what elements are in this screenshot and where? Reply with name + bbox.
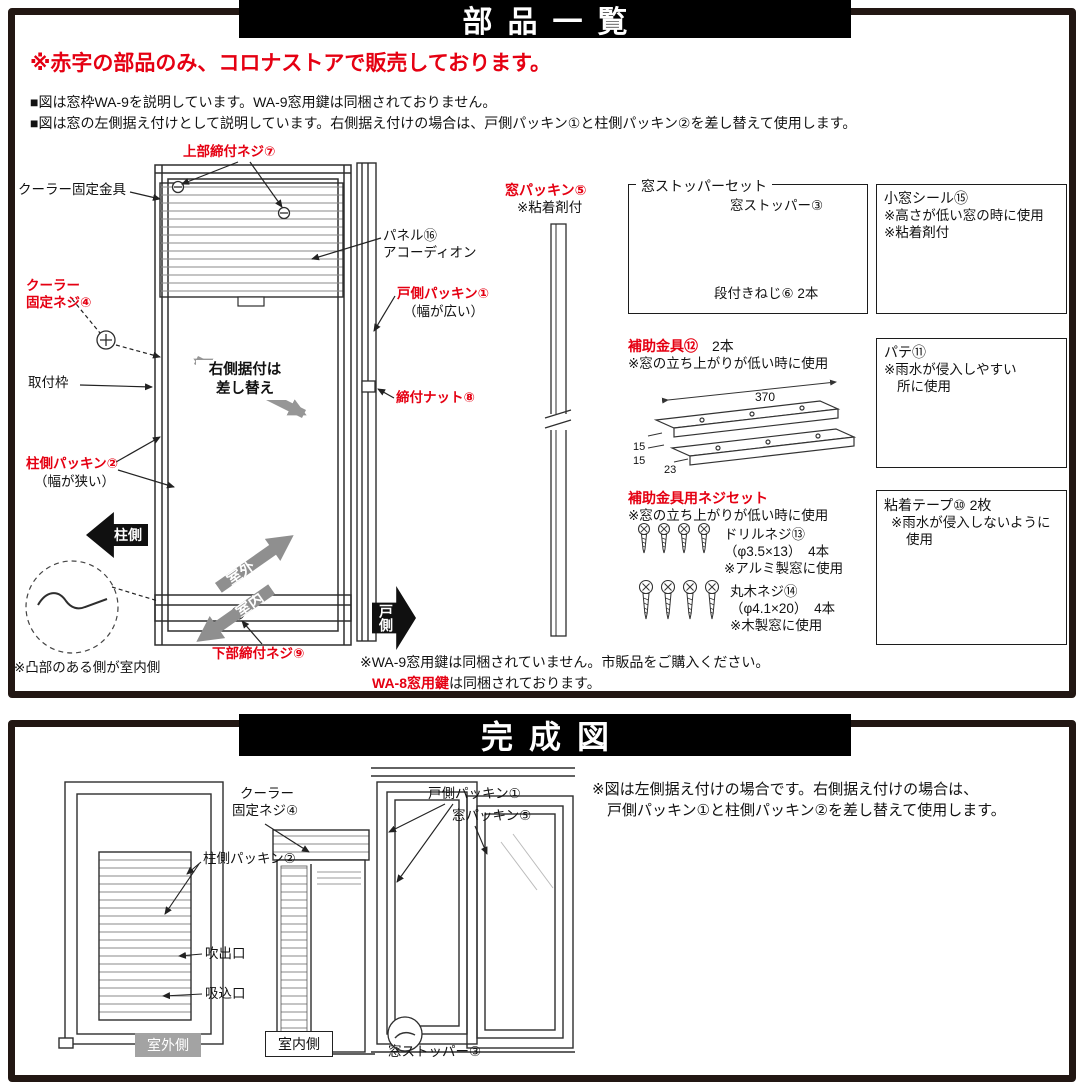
window-packing-strip-drawing: [544, 223, 573, 637]
parts-title-text: 部品一覧: [462, 6, 643, 39]
swap-note-line2: 差し替え: [216, 380, 274, 397]
c-label-cooler-screw-1: クーラー: [240, 786, 294, 801]
drill-screw-note: ※アルミ製窓に使用: [724, 561, 844, 576]
stopper-detail-circle: [387, 1016, 423, 1052]
drill-screw-name: ドリルネジ⑬: [724, 527, 805, 542]
c-label-pillar-packing: 柱側パッキン②: [203, 851, 296, 866]
indoor-side-tag: 室内側: [265, 1031, 333, 1057]
label-door-packing: 戸側パッキン①: [397, 286, 490, 301]
putty-title: パテ⑪: [884, 344, 926, 360]
c-label-stopper: 窓ストッパー③: [388, 1044, 482, 1059]
accordion-panel-drawing: [159, 182, 344, 307]
pillar-side-arrow-label: 柱側: [114, 527, 142, 543]
aux-screw-set-note: ※窓の立ち上がりが低い時に使用: [628, 508, 829, 523]
c-label-outlet: 吹出口: [205, 946, 246, 961]
indoor-unit-drawing: [269, 829, 375, 1055]
aux-bracket-count: 2本: [698, 338, 734, 354]
leader-lines: [71, 161, 396, 645]
note-wa9: ■図は窓枠WA-9を説明しています。WA-9窓用鍵は同梱されておりません。: [30, 94, 497, 110]
parts-section-title: 部品一覧: [239, 0, 851, 39]
label-upper-screw: 上部締付ネジ⑦: [183, 144, 276, 159]
label-door-packing-note: （幅が広い）: [403, 304, 484, 319]
window-packing-title: 窓パッキン⑤: [505, 182, 587, 198]
aux-bracket-dim-23: 23: [664, 464, 677, 476]
putty-note1: ※雨水が侵入しやすい: [884, 362, 1017, 377]
c-label-cooler-screw-2: 固定ネジ④: [232, 803, 299, 818]
c-label-inlet: 吸込口: [205, 986, 246, 1001]
label-pillar-packing: 柱側パッキン②: [26, 456, 119, 471]
step-screw-label: 段付きねじ⑥ 2本: [714, 286, 819, 301]
putty-box: [876, 338, 1067, 468]
aux-bracket-dim-15a: 15: [633, 441, 646, 453]
stopper-label: 窓ストッパー③: [730, 198, 824, 213]
door-rail-drawing: [356, 162, 377, 642]
red-sales-notice: ※赤字の部品のみ、コロナストアで販売しております。: [30, 52, 552, 75]
parts-bottom-note1: ※WA-9窓用鍵は同梱されていません。市販品をご購入ください。: [360, 654, 770, 670]
parts-main-diagram: [25, 161, 396, 654]
wa8-key-black-text: は同梱されております。: [449, 675, 601, 691]
wa8-key-red-text: WA-8窓用鍵: [372, 675, 449, 691]
putty-note2: 所に使用: [897, 379, 951, 394]
label-convex-note: ※凸部のある側が室内側: [14, 660, 161, 675]
label-cooler-screw-2: 固定ネジ④: [26, 295, 92, 310]
completed-section-title: 完成図: [239, 714, 851, 756]
label-pillar-packing-note: （幅が狭い）: [34, 474, 115, 489]
note-left-install: ■図は窓の左側据え付けとして説明しています。右側据え付けの場合は、戸側パッキン①…: [30, 115, 857, 131]
label-panel-2: アコーディオン: [383, 245, 477, 260]
small-window-seal-note2: ※粘着剤付: [884, 225, 950, 240]
aux-bracket-dim-15b: 15: [633, 455, 646, 467]
aux-bracket-dim-370: 370: [755, 390, 776, 404]
window-packing-note: ※粘着剤付: [517, 200, 583, 215]
completed-diagram: [58, 767, 575, 1055]
aux-bracket-note: ※窓の立ち上がりが低い時に使用: [628, 356, 829, 371]
label-cooler-screw-1: クーラー: [26, 278, 80, 293]
c-label-window-packing: 窓パッキン⑤: [452, 808, 532, 823]
outdoor-window-drawing: [58, 781, 224, 1049]
stopper-set-title: 窓ストッパーセット: [636, 176, 772, 196]
outdoor-side-tag: 室外側: [135, 1033, 201, 1057]
aux-screw-drawing: [637, 522, 720, 620]
label-cooler-bracket: クーラー固定金具: [18, 182, 126, 197]
aux-bracket-title: 補助金具⑫: [628, 338, 698, 354]
swap-note-line1: 右側据付は: [208, 362, 282, 378]
label-lower-screw: 下部締付ネジ⑨: [212, 646, 305, 661]
tape-note1: ※雨水が侵入しないように: [891, 515, 1051, 530]
aux-bracket-title-row: 補助金具⑫ 2本: [628, 338, 734, 356]
door-side-arrow-label: 戸側: [378, 604, 394, 632]
small-window-seal-note1: ※高さが低い窓の時に使用: [884, 208, 1044, 223]
window-sash-drawing: [371, 767, 575, 1053]
label-swap-note: 右側据付は 差し替え: [196, 360, 294, 400]
completed-leader-lines: [162, 803, 488, 1000]
completed-note-line1: ※図は左側据え付けの場合です。右側据え付けの場合は、: [592, 781, 979, 798]
aux-bracket-drawing: [647, 379, 857, 466]
label-tight-nut: 締付ナット⑧: [396, 390, 475, 405]
drill-screw-spec: （φ3.5×13） 4本: [724, 544, 830, 559]
tape-note2: 使用: [906, 532, 933, 547]
label-mount-frame: 取付枠: [28, 375, 69, 390]
completed-note-line2: 戸側パッキン①と柱側パッキン②を差し替えて使用します。: [607, 802, 1006, 819]
stopper-set-box: [628, 184, 868, 314]
small-window-seal-title: 小窓シール⑮: [884, 190, 968, 206]
packing-detail-circle: [25, 560, 119, 654]
wood-screw-spec: （φ4.1×20） 4本: [730, 601, 836, 616]
tape-box: [876, 490, 1067, 645]
parts-bottom-note2: WA-8窓用鍵は同梱されております。: [372, 673, 601, 693]
aux-screw-set-title: 補助金具用ネジセット: [628, 490, 768, 506]
small-window-seal-box: [876, 184, 1067, 314]
wood-screw-name: 丸木ネジ⑭: [730, 584, 798, 599]
tape-title: 粘着テープ⑩ 2枚: [884, 497, 992, 513]
wood-screw-note: ※木製窓に使用: [730, 618, 823, 633]
label-panel-1: パネル⑯: [383, 228, 437, 243]
completed-title-text: 完成図: [480, 719, 625, 755]
c-label-door-packing: 戸側パッキン①: [428, 786, 521, 801]
